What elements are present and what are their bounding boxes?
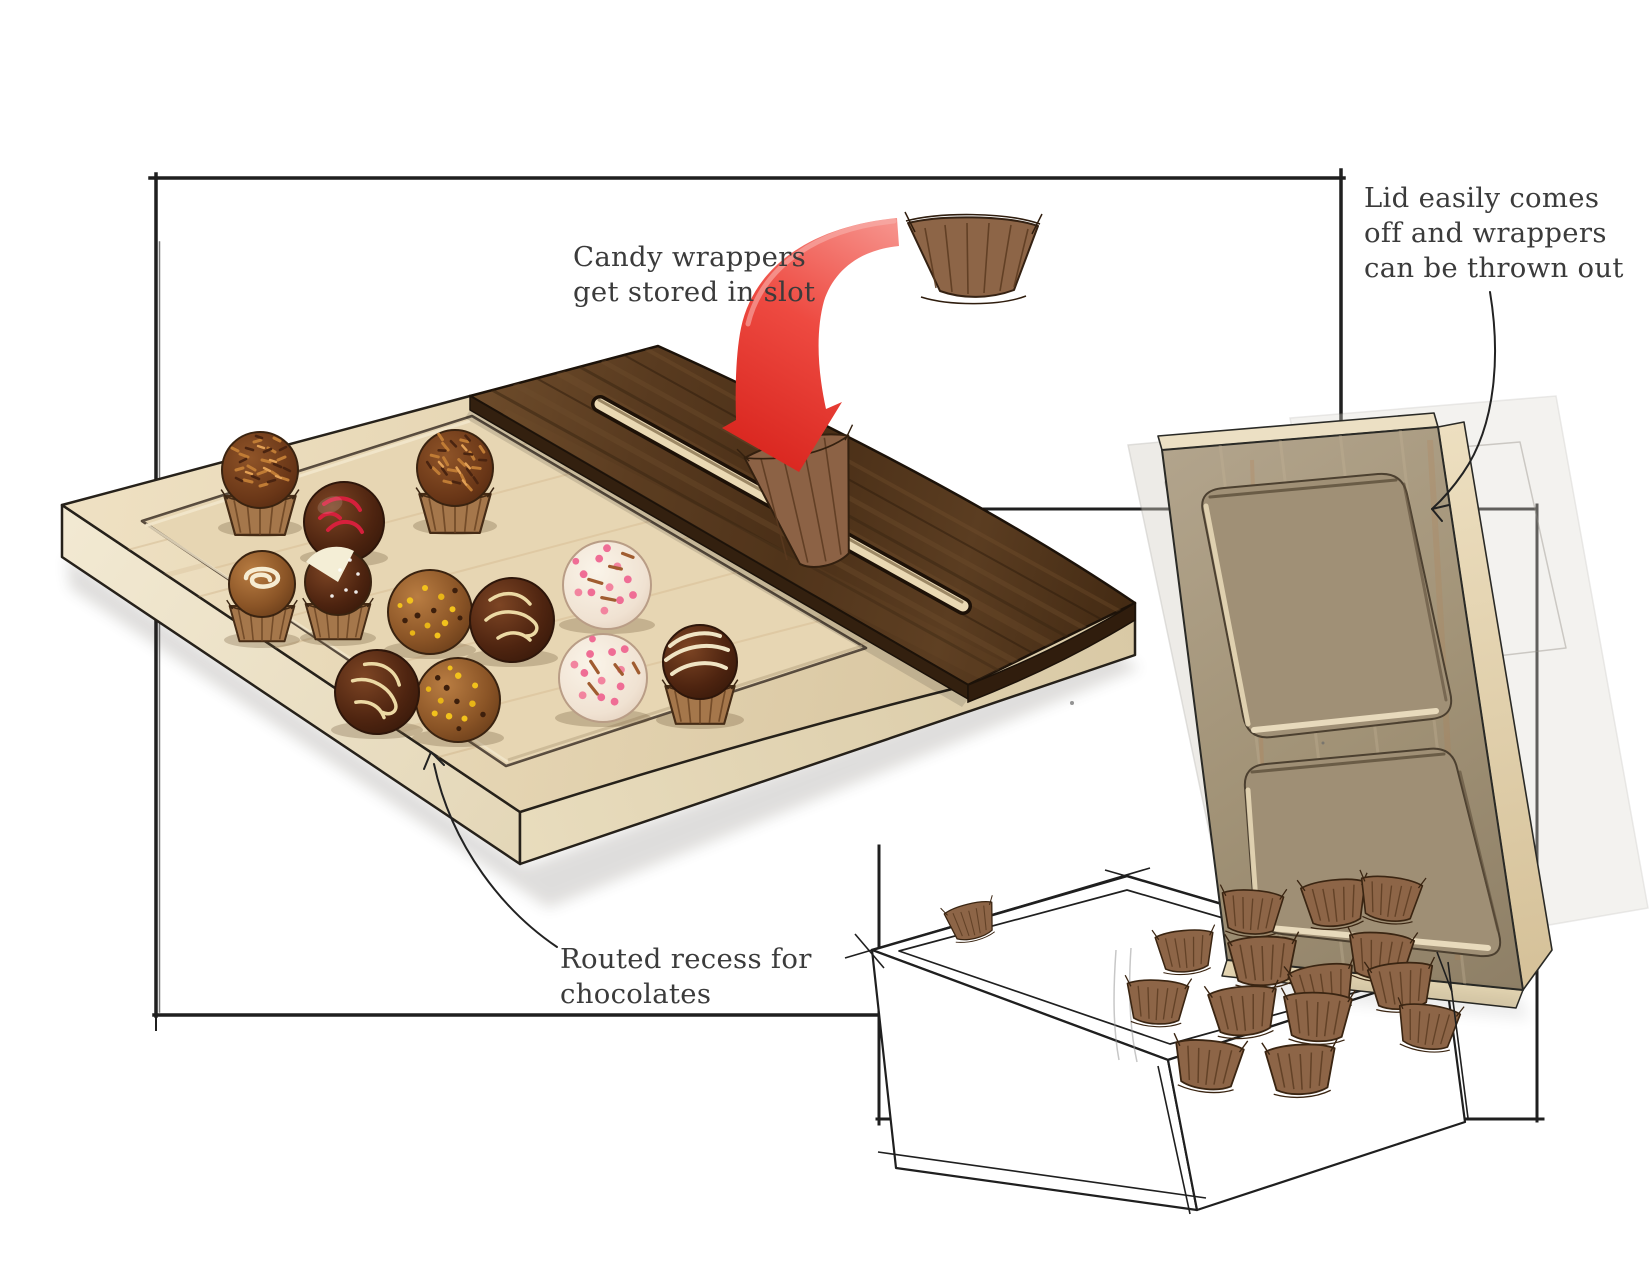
annotation-recess: Routed recess for chocolates bbox=[560, 943, 812, 1010]
leader-line-lid bbox=[1431, 291, 1496, 522]
chocolate-truffle bbox=[469, 577, 555, 663]
chocolate-truffle bbox=[387, 569, 473, 655]
chocolate-truffle bbox=[303, 481, 385, 563]
chocolate-truffle bbox=[553, 622, 652, 723]
candy-wrapper-flying bbox=[904, 211, 1043, 305]
bin-sketch-overdraw bbox=[1436, 951, 1469, 1119]
lid-recess bbox=[1243, 747, 1502, 958]
chocolate-truffle bbox=[415, 657, 501, 743]
chocolate-cupcake bbox=[301, 546, 375, 641]
chocolate-cupcake bbox=[220, 431, 300, 536]
chocolate-cupcake bbox=[225, 550, 299, 643]
chocolates bbox=[218, 422, 744, 747]
insert-arrow-icon bbox=[722, 218, 899, 472]
chocolate-tray bbox=[60, 211, 1137, 866]
chocolate-truffle bbox=[334, 649, 420, 735]
sketch-speck bbox=[1070, 701, 1074, 705]
tray-shadow bbox=[66, 556, 1140, 908]
annotation-lid: Lid easily comes off and wrappers can be… bbox=[1364, 182, 1624, 284]
leader-line-recess bbox=[423, 751, 558, 948]
frame-main bbox=[148, 168, 1346, 1031]
chocolate-cupcake bbox=[415, 422, 497, 534]
lid-recess bbox=[1201, 472, 1453, 739]
annotation-slot: Candy wrappers get stored in slot bbox=[573, 241, 816, 308]
chocolate-truffle bbox=[562, 540, 652, 630]
chocolate-cupcake bbox=[661, 624, 739, 725]
